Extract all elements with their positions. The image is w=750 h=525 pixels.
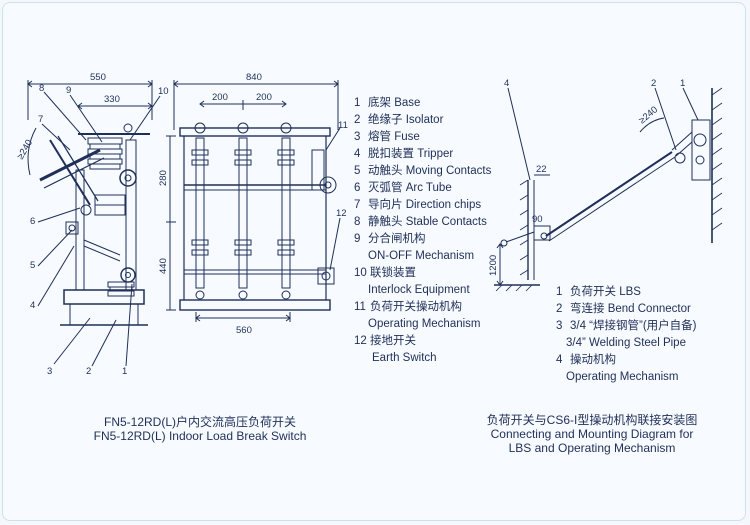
legend-num-9: 9 [354,233,360,245]
legend-text-7: 导向片 Direction chips [368,197,481,211]
legend-text-4: 脱扣装置 Tripper [368,146,453,160]
dim-240-left: ≥240 [15,138,35,162]
legend-text-8: 静触头 Stable Contacts [368,214,487,228]
caption-right-line1: 负荷开关与CS6-I型操动机构联接安装图 [487,412,698,427]
mount-callout-4: 4 [504,78,509,89]
mount-legend-num-3: 3 [556,320,562,332]
legend-num-10: 10 [354,267,367,279]
mount-legend-text-4: 操动机构 [570,352,616,366]
side-view-drawing [27,80,161,367]
dim-330: 330 [104,94,120,105]
dim-200-a: 200 [212,92,228,103]
callout-11: 11 [338,120,348,131]
mount-legend: 1 负荷开关 LBS 2 弯连接 Bend Connector 3 3/4 “焊… [556,284,697,383]
mount-dim-240: ≥240 [637,104,660,126]
callout-3: 3 [47,366,52,377]
legend-num-4: 4 [354,148,361,160]
callout-9: 9 [66,85,71,96]
legend-text-10: 联锁装置 [370,265,416,279]
legend-num-1: 1 [354,97,360,109]
legend-text-1: 底架 Base [368,95,420,109]
legend-num-2: 2 [354,114,360,126]
front-view-labels: 840 200 200 280 440 560 11 12 [158,72,348,336]
legend-num-12: 12 [354,335,367,347]
callout-4: 4 [30,300,35,311]
callout-10: 10 [158,86,169,97]
mount-dim-22: 22 [536,164,547,175]
legend-num-6: 6 [354,182,360,194]
mount-legend-text-1: 负荷开关 LBS [570,284,641,298]
dim-840: 840 [246,72,262,83]
dim-560: 560 [236,325,252,336]
legend-text-3: 熔管 Fuse [368,129,420,143]
legend-text-12: 接地开关 [370,333,416,347]
mount-legend-text-2: 弯连接 Bend Connector [570,301,691,315]
dim-280: 280 [158,170,169,186]
parts-legend: 1 底架 Base 2 绝缘子 Isolator 3 熔管 Fuse 4 脱扣装… [354,95,492,364]
caption-right-line3: LBS and Operating Mechanism [509,441,676,455]
dim-440: 440 [158,258,169,274]
legend-num-5: 5 [354,165,360,177]
caption-right: 负荷开关与CS6-I型操动机构联接安装图 Connecting and Moun… [487,412,698,455]
mount-legend-text-3: 3/4 “焊接钢管”(用户自备) [570,318,697,332]
legend-num-3: 3 [354,131,360,143]
legend-text-2: 绝缘子 Isolator [368,112,444,126]
dim-200-b: 200 [256,92,272,103]
legend-text-5: 动触头 Moving Contacts [368,163,492,177]
caption-right-line2: Connecting and Mounting Diagram for [491,427,694,441]
caption-left-line2: FN5-12RD(L) Indoor Load Break Switch [94,429,307,443]
mount-legend-num-4: 4 [556,354,563,366]
legend-text-11: 负荷开关操动机构 [370,299,462,313]
legend-text-11-en: Operating Mechanism [368,318,481,330]
mount-callout-2: 2 [651,78,656,89]
legend-num-7: 7 [354,199,360,211]
callout-6: 6 [30,216,35,227]
legend-num-11: 11 [354,301,366,313]
caption-left: FN5-12RD(L)户内交流高压负荷开关 FN5-12RD(L) Indoor… [94,414,307,443]
legend-text-12-en: Earth Switch [372,352,437,364]
dim-550: 550 [90,72,106,83]
legend-num-8: 8 [354,216,360,228]
legend-text-6: 灭弧管 Arc Tube [368,180,452,194]
mount-dim-90: 90 [532,214,543,225]
callout-1: 1 [122,366,127,377]
callout-8: 8 [39,83,44,94]
mount-dim-1200: 1200 [488,255,499,276]
callout-12: 12 [336,208,347,219]
mount-legend-text-3-en: 3/4” Welding Steel Pipe [566,337,686,349]
mount-legend-num-2: 2 [556,303,562,315]
mount-legend-num-1: 1 [556,286,562,298]
callout-2: 2 [86,366,91,377]
front-view-drawing [166,80,341,322]
mount-callout-1: 1 [680,78,685,89]
caption-left-line1: FN5-12RD(L)户内交流高压负荷开关 [104,414,296,429]
mount-legend-text-4-en: Operating Mechanism [566,371,679,383]
legend-text-10-en: Interlock Equipment [368,284,470,296]
callout-7: 7 [38,114,43,125]
callout-5: 5 [30,260,35,271]
mounting-drawing [494,87,723,292]
legend-text-9-en: ON-OFF Mechanism [368,250,474,262]
legend-text-9: 分合闸机构 [368,231,426,245]
mounting-labels: 4 2 1 ≥240 22 90 1200 [488,78,685,276]
